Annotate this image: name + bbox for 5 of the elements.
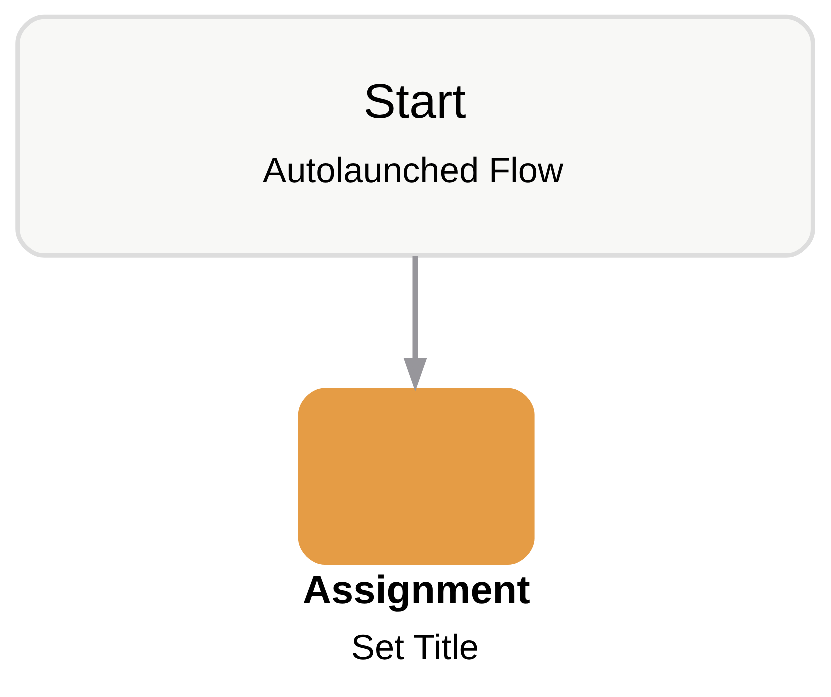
arrow (404, 256, 428, 392)
node-box (298, 388, 535, 565)
node-box: Start Autolaunched Flow (16, 14, 816, 258)
node-label: Assignment (302, 568, 530, 612)
node-label: Set Title (351, 628, 480, 668)
